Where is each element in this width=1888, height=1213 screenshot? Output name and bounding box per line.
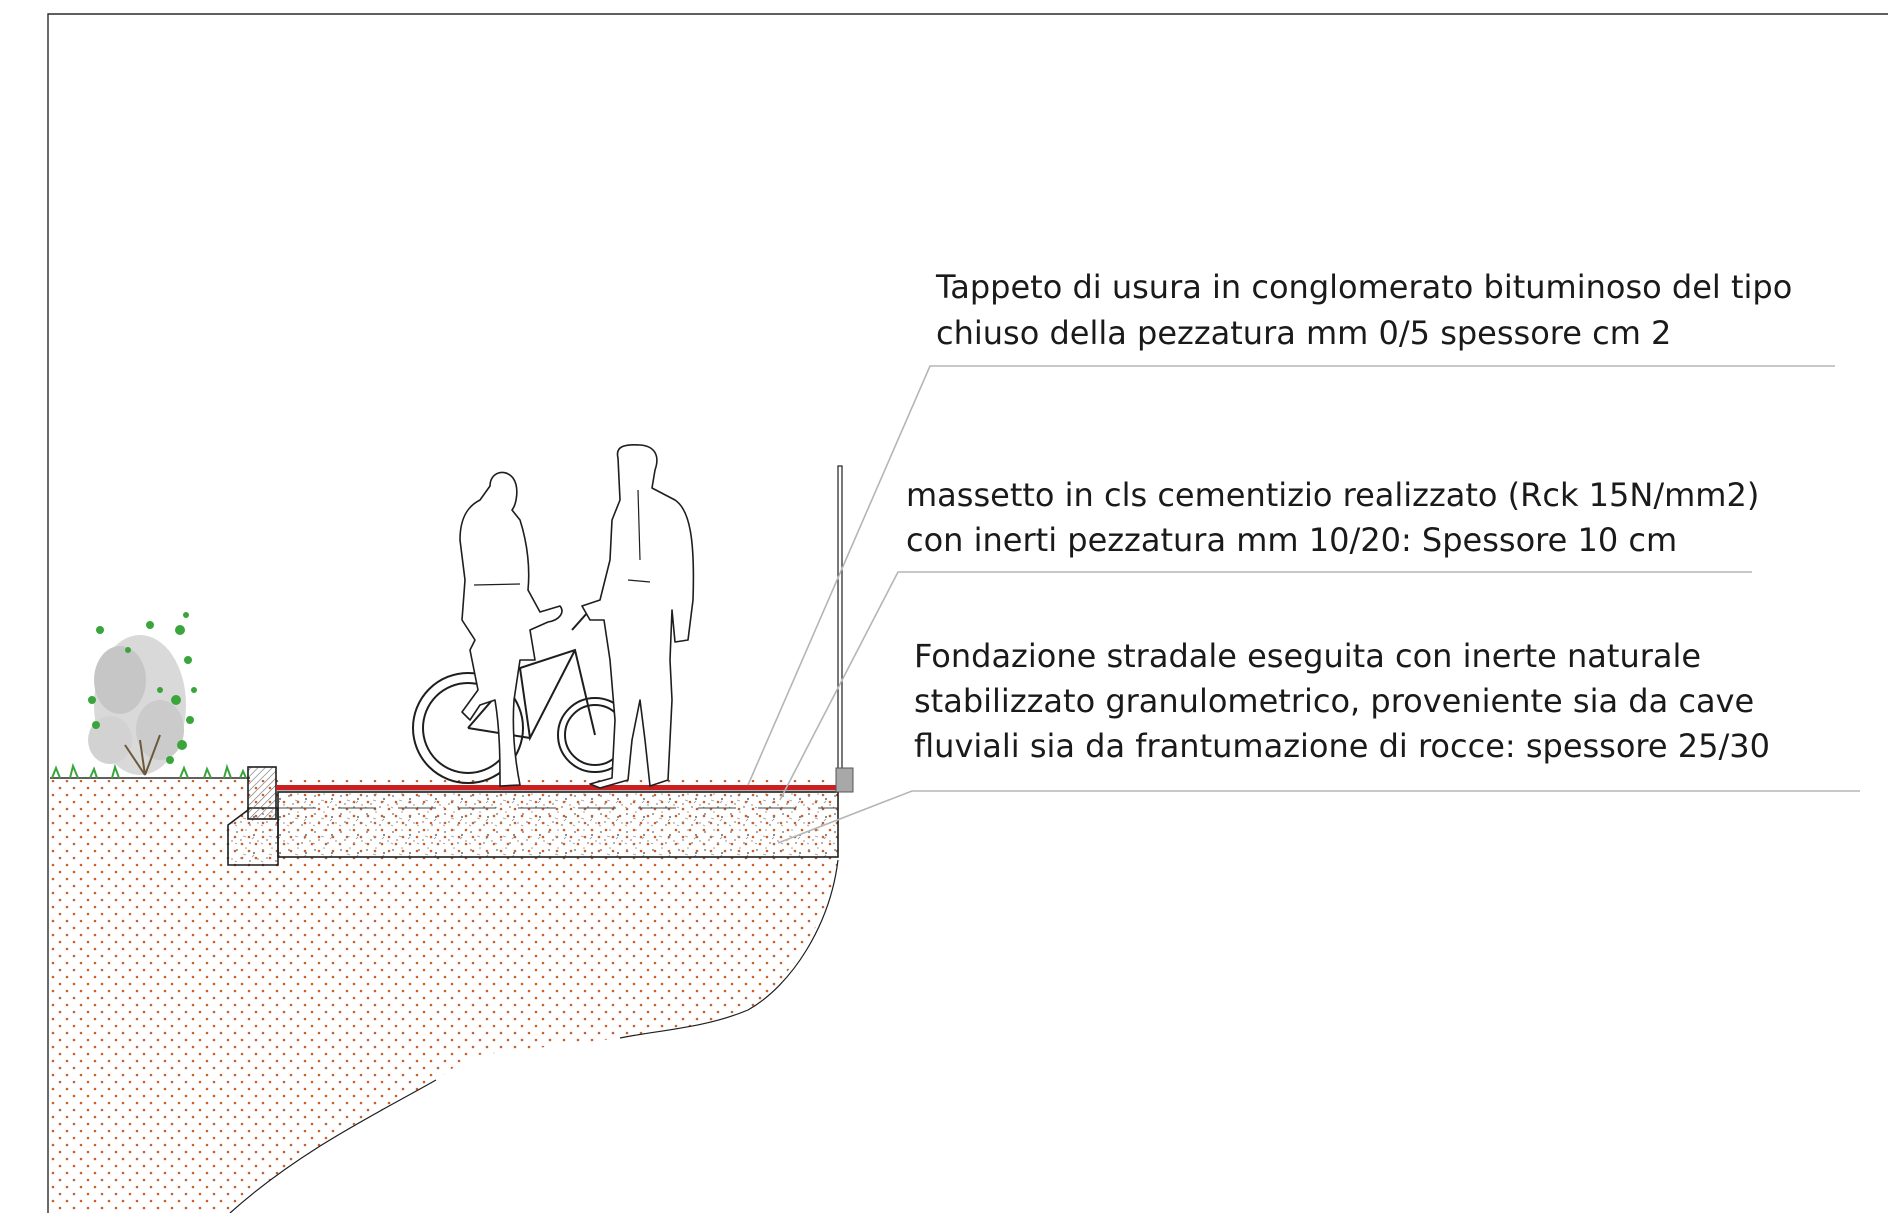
annotation-road-foundation-line-1: Fondazione stradale eseguita con inerte … <box>914 637 1701 675</box>
man-jacket-line <box>627 489 651 583</box>
drawing-frame <box>47 13 1888 1213</box>
annotation-wearing-course-line-1: Tappeto di usura in conglomerato bitumin… <box>935 268 1792 306</box>
annotation-concrete-screed-line-2: con inerti pezzatura mm 10/20: Spessore … <box>906 521 1677 559</box>
road-foundation-layer <box>277 791 839 858</box>
annotation-road-foundation-line-2: stabilizzato granulometrico, proveniente… <box>914 682 1754 720</box>
grass <box>51 762 247 779</box>
woman-belt <box>473 583 521 586</box>
leader-line-wearing-course <box>747 365 1835 786</box>
soil-boundary-line <box>619 859 839 1039</box>
asphalt-wearing-course <box>276 785 838 790</box>
annotation-wearing-course-line-2: chiuso della pezzatura mm 0/5 spessore c… <box>936 314 1671 352</box>
man-figure <box>581 443 695 789</box>
curb-stone <box>247 766 277 820</box>
soil-ground <box>50 780 838 1213</box>
fence-post-base <box>835 767 854 793</box>
leader-line-road-foundation <box>777 790 1860 844</box>
soil-boundary-line-lower <box>229 1079 437 1213</box>
fence-post <box>837 465 843 779</box>
shrub <box>88 612 197 776</box>
leader-line-concrete-screed <box>779 571 1752 801</box>
annotation-road-foundation-line-3: fluviali sia da frantumazione di rocce: … <box>914 727 1770 765</box>
annotation-concrete-screed-line-1: massetto in cls cementizio realizzato (R… <box>906 476 1759 514</box>
woman-figure <box>459 471 563 787</box>
